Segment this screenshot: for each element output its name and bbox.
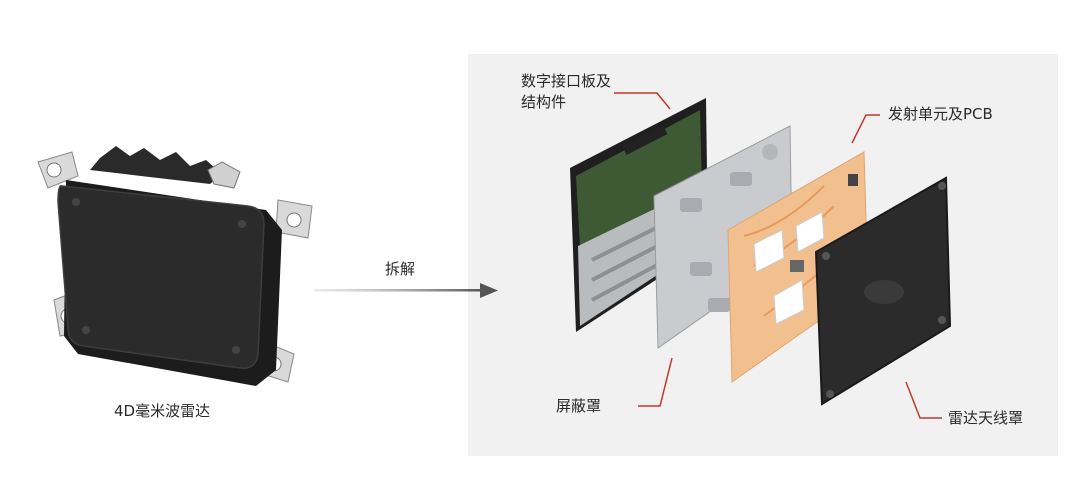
label-interface-board-line1: 数字接口板及 (521, 72, 612, 90)
label-interface-board: 数字接口板及 结构件 (521, 71, 611, 113)
callout-transmitter (851, 114, 880, 144)
callout-radome (905, 381, 942, 419)
radome-layer (814, 176, 952, 406)
transmitter-pcb-layer (727, 151, 869, 383)
label-shield: 屏蔽罩 (556, 397, 602, 415)
callout-interface-board (614, 92, 671, 110)
callout-shield (638, 357, 673, 407)
label-interface-board-line2: 结构件 (521, 93, 567, 111)
arrow-label: 拆解 (385, 260, 416, 278)
assembled-radar-device (37, 146, 313, 386)
label-radome: 雷达天线罩 (948, 409, 1024, 427)
disassemble-arrow-icon (314, 283, 498, 298)
label-transmitter-pcb: 发射单元及PCB (888, 105, 993, 123)
device-caption: 4D毫米波雷达 (114, 402, 211, 420)
